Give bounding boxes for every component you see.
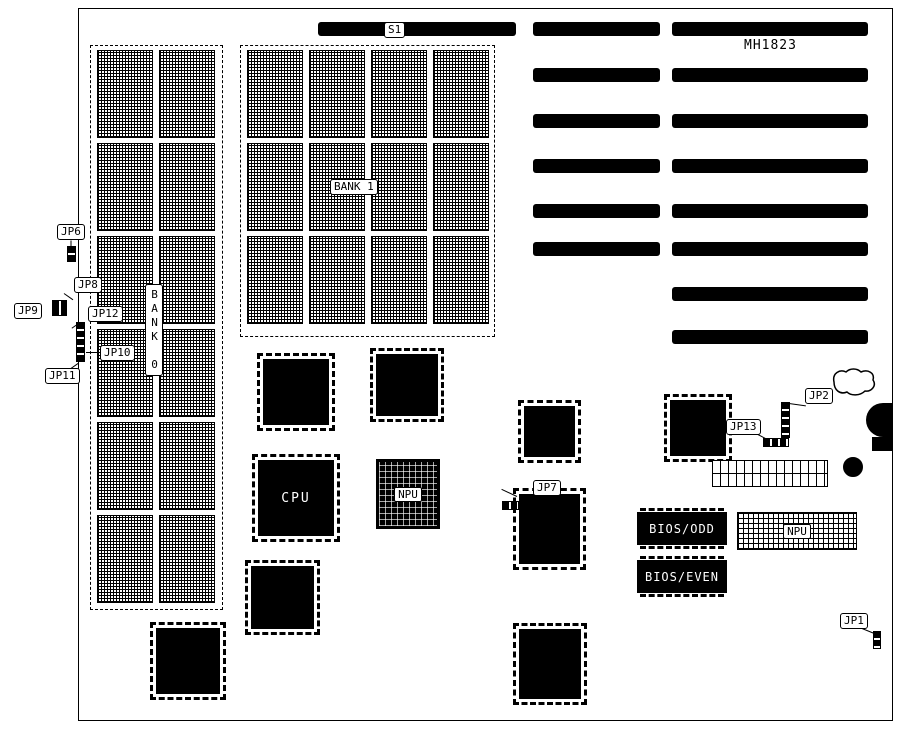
memory-chip <box>159 143 215 231</box>
memory-chip <box>159 50 215 138</box>
bank1-label: BANK 1 <box>330 179 378 195</box>
bios-even-chip: BIOS/EVEN <box>637 556 727 597</box>
bank0-chips <box>97 50 215 603</box>
bank0-label: BANK 0 <box>145 284 163 376</box>
jp12-label: JP12 <box>88 306 123 322</box>
jumper-jp6 <box>67 246 76 262</box>
expansion-slot <box>672 68 868 82</box>
memory-chip <box>309 143 365 231</box>
bios-odd-chip: BIOS/ODD <box>637 508 727 549</box>
expansion-slot <box>672 114 868 128</box>
cpu-chip: CPU <box>252 454 340 542</box>
jp6-label: JP6 <box>57 224 85 240</box>
memory-chip <box>159 236 215 324</box>
memory-chip <box>309 236 365 324</box>
jumper-jp2 <box>781 402 790 438</box>
memory-chip <box>97 236 153 324</box>
cable-squiggle <box>832 368 876 396</box>
ic-chip <box>513 623 587 705</box>
expansion-slot <box>672 242 868 256</box>
expansion-slot <box>672 287 868 301</box>
memory-chip <box>97 422 153 510</box>
npu-socket: NPU <box>737 512 857 550</box>
memory-chip <box>371 236 427 324</box>
memory-chip <box>97 515 153 603</box>
expansion-slot <box>533 204 660 218</box>
memory-chip <box>247 143 303 231</box>
jp2-label: JP2 <box>805 388 833 404</box>
bios-even-label: BIOS/EVEN <box>644 569 720 584</box>
expansion-slot <box>533 242 660 256</box>
memory-chip <box>309 50 365 138</box>
s1-label: S1 <box>384 22 406 38</box>
memory-chip <box>433 143 489 231</box>
memory-chip <box>97 50 153 138</box>
npu-chip: NPU <box>376 459 440 529</box>
expansion-slot <box>533 68 660 82</box>
model-number: MH1823 <box>744 38 797 53</box>
jumper-jp1 <box>873 631 881 649</box>
jp13-label: JP13 <box>726 419 761 435</box>
jp9-label: JP9 <box>14 303 42 319</box>
pin-header-connector <box>712 460 828 487</box>
jumper-jp10-jp11 <box>76 322 85 362</box>
jumper-jp7 <box>502 501 519 510</box>
keyboard-connector-base <box>872 437 893 451</box>
expansion-slot <box>533 22 660 36</box>
bios-odd-label: BIOS/ODD <box>649 521 715 536</box>
expansion-slot <box>533 159 660 173</box>
memory-chip <box>371 143 427 231</box>
keyboard-connector <box>866 403 893 437</box>
ic-chip <box>370 348 444 422</box>
jumper-jp13 <box>763 438 789 447</box>
jp10-label: JP10 <box>100 345 135 361</box>
jp7-label: JP7 <box>533 480 561 496</box>
expansion-slot <box>672 22 868 36</box>
bank1-chips <box>247 50 489 324</box>
ic-chip <box>518 400 581 463</box>
jp8-label: JP8 <box>74 277 102 293</box>
jp11-label: JP11 <box>45 368 80 384</box>
memory-chip <box>371 50 427 138</box>
memory-chip <box>433 236 489 324</box>
ic-chip <box>513 488 586 570</box>
bank0-outline <box>90 45 223 610</box>
memory-chip <box>97 329 153 417</box>
expansion-slot <box>672 330 868 344</box>
npu-socket-label: NPU <box>783 523 811 539</box>
expansion-slot <box>533 114 660 128</box>
expansion-slot <box>672 159 868 173</box>
expansion-slot <box>672 204 868 218</box>
ic-chip <box>150 622 226 700</box>
memory-chip <box>247 236 303 324</box>
ic-chip <box>257 353 335 431</box>
board-outline <box>78 8 893 721</box>
memory-chip <box>159 329 215 417</box>
ic-chip <box>245 560 320 635</box>
bank1-outline <box>240 45 495 337</box>
npu-label: NPU <box>394 486 422 502</box>
memory-chip <box>433 50 489 138</box>
cpu-label: CPU <box>281 490 311 506</box>
dip-switch-s1 <box>318 22 516 36</box>
ic-chip <box>664 394 732 462</box>
speaker <box>843 457 863 477</box>
memory-chip <box>247 50 303 138</box>
callout-line <box>86 352 100 353</box>
memory-chip <box>159 422 215 510</box>
memory-chip <box>97 143 153 231</box>
memory-chip <box>159 515 215 603</box>
jp1-label: JP1 <box>840 613 868 629</box>
jumper-jp9 <box>52 300 67 316</box>
